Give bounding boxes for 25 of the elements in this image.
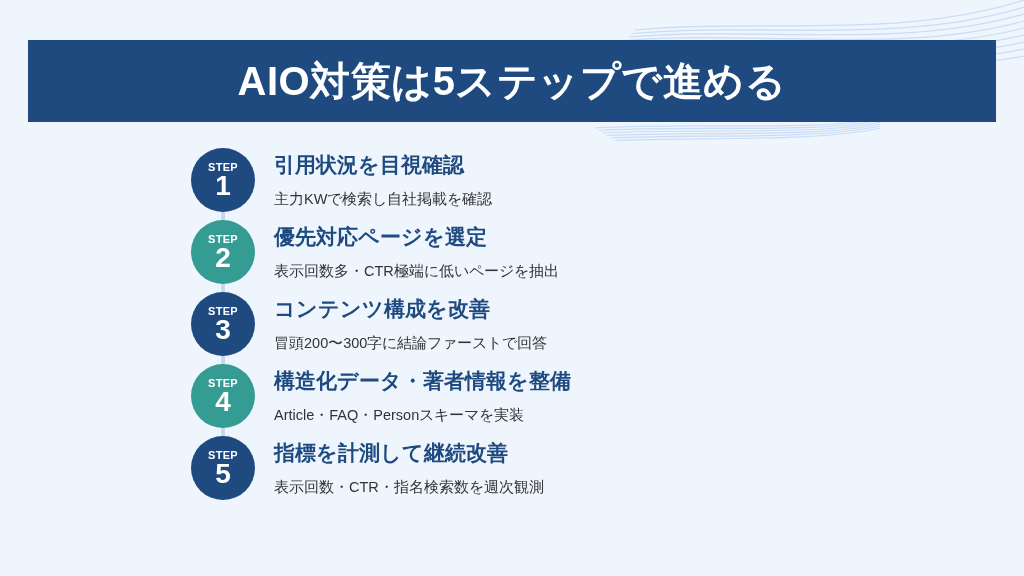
step-heading: 優先対応ページを選定: [274, 225, 487, 249]
step-description: Article・FAQ・Personスキーマを実装: [274, 406, 525, 424]
step-label: STEP: [208, 305, 238, 317]
connector-line: [221, 284, 225, 292]
connector-line: [221, 428, 225, 436]
step-description: 主力KWで検索し自社掲載を確認: [274, 190, 493, 208]
step-description: 冒頭200〜300字に結論ファーストで回答: [274, 334, 548, 352]
step-label: STEP: [208, 161, 238, 173]
title-text: AIO対策は5ステップで進める: [237, 57, 787, 105]
step-label: STEP: [208, 233, 238, 245]
connector-line: [221, 212, 225, 220]
step-number: 2: [215, 244, 231, 271]
step-heading: 指標を計測して継続改善: [274, 441, 508, 465]
step-heading: 引用状況を目視確認: [274, 153, 464, 177]
step-description: 表示回数多・CTR極端に低いページを抽出: [274, 262, 559, 280]
connector-line: [221, 356, 225, 364]
step-label: STEP: [208, 449, 238, 461]
step-number: 4: [215, 388, 231, 415]
step-label: STEP: [208, 377, 238, 389]
step-number: 1: [215, 172, 231, 199]
step-heading: 構造化データ・著者情報を整備: [274, 369, 571, 393]
step-number: 3: [215, 316, 231, 343]
step-number: 5: [215, 460, 231, 487]
step-description: 表示回数・CTR・指名検索数を週次観測: [274, 478, 544, 496]
step-heading: コンテンツ構成を改善: [274, 297, 490, 321]
